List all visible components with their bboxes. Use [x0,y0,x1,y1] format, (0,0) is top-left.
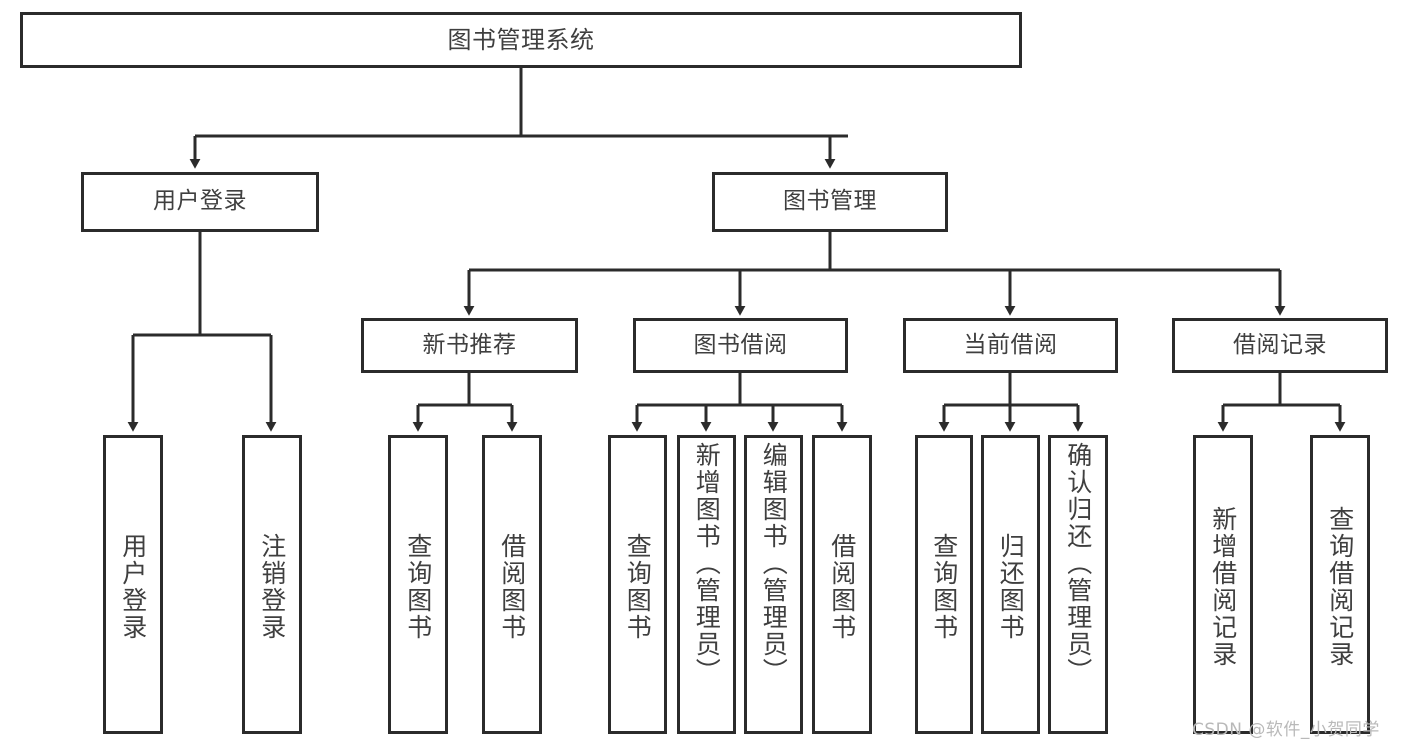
leaf-user-login-signin[interactable]: 用户登录 [103,435,163,734]
node-label: 借阅图书 [497,532,527,641]
node-label: 查询图书 [403,532,433,641]
node-book-management[interactable]: 图书管理 [712,172,948,232]
leaf-new-book-borrow-book[interactable]: 借阅图书 [482,435,542,734]
node-label: 图书借阅 [693,331,788,358]
node-label: 用户登录 [153,188,247,215]
leaf-new-book-query-book[interactable]: 查询图书 [388,435,448,734]
node-label: 确认归还（管理员） [1063,442,1093,685]
node-label: 当前借阅 [963,331,1058,358]
leaf-borrow-record-add-record[interactable]: 新增借阅记录 [1193,435,1253,734]
leaf-user-login-signout[interactable]: 注销登录 [242,435,302,734]
leaf-current-borrow-confirm-return-admin[interactable]: 确认归还（管理员） [1048,435,1108,734]
node-book-borrow[interactable]: 图书借阅 [633,318,848,373]
node-label: 图书管理 [783,188,877,215]
node-user-login[interactable]: 用户登录 [81,172,319,232]
node-label: 用户登录 [118,532,148,641]
node-label: 借阅记录 [1233,331,1327,358]
node-label: 新书推荐 [422,331,517,358]
leaf-current-borrow-return-book[interactable]: 归还图书 [981,435,1040,734]
node-root-book-management-system[interactable]: 图书管理系统 [20,12,1022,68]
node-label: 编辑图书（管理员） [759,442,789,685]
node-label: 查询图书 [623,532,653,641]
node-label: 查询借阅记录 [1325,505,1355,668]
csdn-watermark: CSDN @软件_小贺同学 [1192,720,1380,740]
node-new-book-recommend[interactable]: 新书推荐 [361,318,578,373]
node-current-borrow[interactable]: 当前借阅 [903,318,1118,373]
node-label: 注销登录 [257,532,287,641]
node-borrow-record[interactable]: 借阅记录 [1172,318,1388,373]
leaf-book-borrow-edit-book-admin[interactable]: 编辑图书（管理员） [744,435,803,734]
node-label: 查询图书 [929,532,959,641]
node-label: 借阅图书 [827,532,857,641]
node-label: 归还图书 [996,532,1026,641]
leaf-book-borrow-query-book[interactable]: 查询图书 [608,435,667,734]
node-label: 新增图书（管理员） [692,442,722,685]
node-label: 新增借阅记录 [1208,505,1238,668]
leaf-current-borrow-query-book[interactable]: 查询图书 [915,435,973,734]
leaf-borrow-record-query-record[interactable]: 查询借阅记录 [1310,435,1370,734]
leaf-book-borrow-borrow-book[interactable]: 借阅图书 [812,435,872,734]
leaf-book-borrow-add-book-admin[interactable]: 新增图书（管理员） [677,435,736,734]
node-label: 图书管理系统 [447,25,595,54]
